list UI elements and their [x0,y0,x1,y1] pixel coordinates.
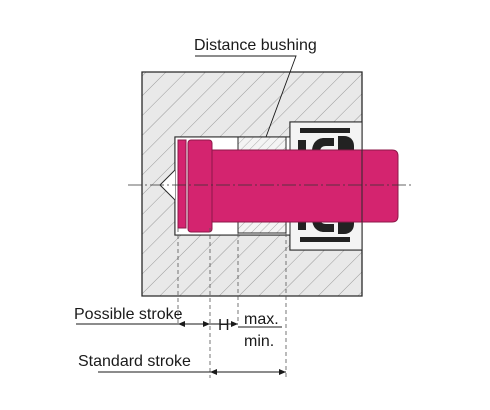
seal-set-upper [298,128,354,152]
arrowhead-std-right-icon [279,369,286,375]
arrowhead-h-icon [231,321,238,327]
piston-disc-right [187,139,213,233]
max-label: max. [244,311,279,328]
piston-rod [211,149,399,223]
distance-bushing-leader [195,55,297,138]
standard-stroke-label: Standard stroke [78,353,191,370]
h-label: H [218,317,230,334]
arrowhead-left-icon [178,321,185,327]
min-label: min. [244,333,274,350]
piston-disc-left [177,139,187,229]
reference-lines [177,228,287,378]
arrowhead-std-left-icon [210,369,217,375]
distance-bushing-label: Distance bushing [194,37,317,54]
possible-stroke-label: Possible stroke [74,306,183,323]
arrowhead-right-icon [203,321,210,327]
distance-bushing-upper [237,136,287,152]
